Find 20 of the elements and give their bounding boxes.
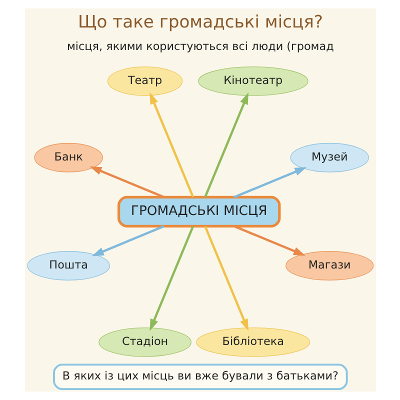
arrow <box>91 225 164 256</box>
node-box: В яких із цих місць ви вже бували з батьками? <box>52 364 348 390</box>
node-ellipse: Банк <box>34 142 102 172</box>
arrow <box>204 226 248 331</box>
arrow <box>89 166 164 198</box>
arrow <box>149 92 194 198</box>
node-ellipse: Пошта <box>26 251 110 280</box>
node-ellipse: Магази <box>285 251 374 280</box>
node-box: ГРОМАДСЬКІ МІСЦЯ <box>117 196 280 228</box>
node-ellipse: Театр <box>106 66 182 96</box>
node-ellipse: Бібліотека <box>196 328 310 357</box>
diagram-title: Що таке громадські місця? <box>77 12 323 32</box>
arrow <box>233 167 306 198</box>
arrow <box>233 225 305 256</box>
node-ellipse: Кінотеатр <box>197 66 308 96</box>
arrow <box>204 92 248 198</box>
arrow <box>149 226 194 331</box>
node-ellipse: Музей <box>290 142 368 172</box>
node-ellipse: Стадіон <box>98 328 191 357</box>
label: місця, якими користуються всі люди (громад <box>66 40 334 53</box>
